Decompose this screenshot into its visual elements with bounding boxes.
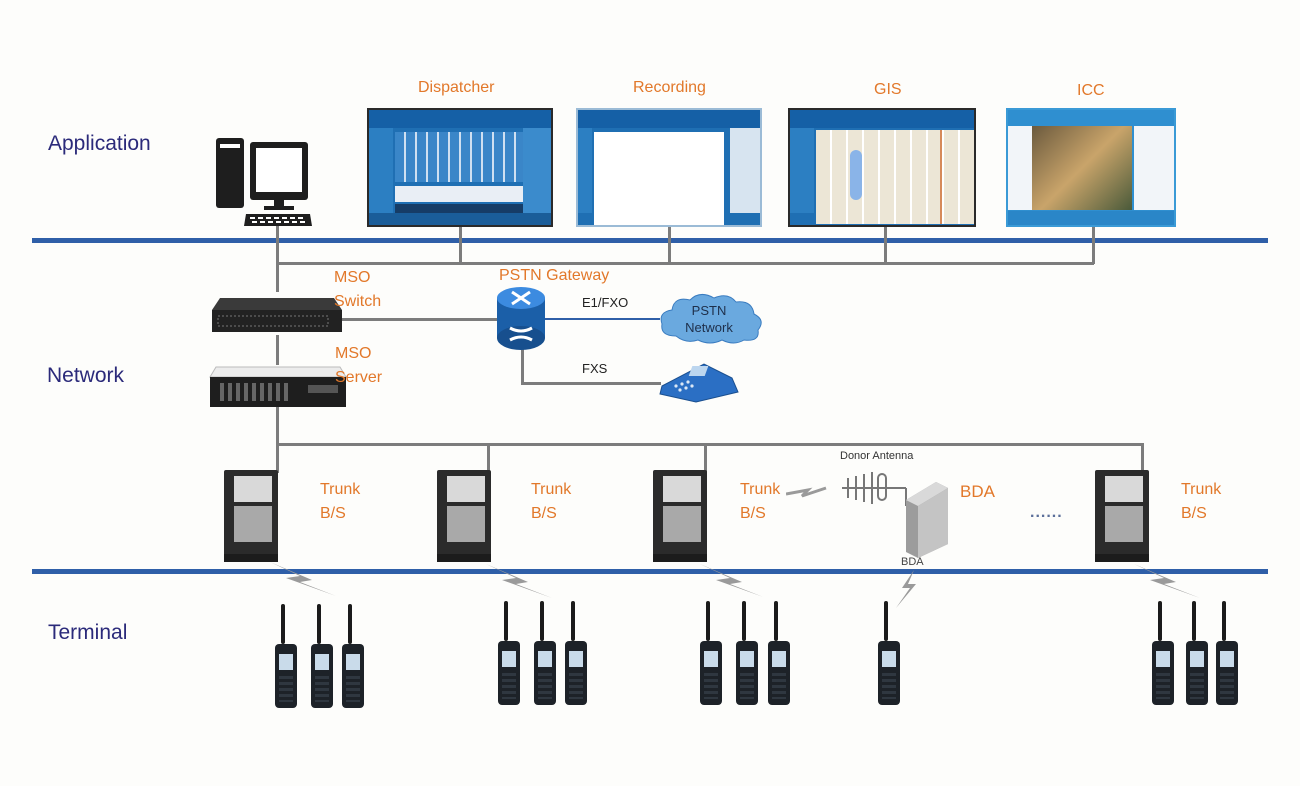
radio-link-icon <box>1134 564 1200 598</box>
layer-label-network: Network <box>47 364 125 387</box>
connector <box>668 226 671 264</box>
handheld-radio-icon <box>1152 601 1174 705</box>
pstn-gateway-label: PSTN Gateway <box>499 267 610 284</box>
trunk-bs-label-3-line1: Trunk <box>740 481 781 498</box>
connector-bs-bus <box>276 443 1144 446</box>
app-label-gis: GIS <box>874 81 902 98</box>
radio-links <box>270 562 1200 608</box>
trunk-base-station-1 <box>224 470 278 562</box>
radio-link-icon <box>896 570 916 608</box>
mso-server-label-line1: MSO <box>335 345 372 362</box>
handheld-radio-icon <box>736 601 758 705</box>
pstn-network-label-line1: PSTN <box>691 303 727 318</box>
radio-link-icon <box>270 562 336 596</box>
pstn-network-cloud-icon <box>660 294 762 344</box>
more-ellipsis: ...... <box>1030 504 1063 521</box>
bda-label: BDA <box>960 482 995 501</box>
layer-divider-network-terminal <box>32 569 1268 574</box>
pstn-gateway-router-icon <box>497 287 545 350</box>
handheld-radio-icon <box>534 601 556 705</box>
wireless-link-icon <box>786 472 907 506</box>
mso-server-icon <box>209 366 347 407</box>
telephone-icon <box>659 363 739 403</box>
layer-label-application: Application <box>48 132 151 155</box>
mso-server-label: MSO Server <box>335 342 382 390</box>
donor-antenna-label: Donor Antenna <box>840 450 914 462</box>
trunk-bs-label-3-line2: B/S <box>740 505 766 522</box>
connector <box>1141 443 1144 473</box>
layer-label-terminal: Terminal <box>48 621 128 644</box>
handheld-radio-icon <box>1186 601 1208 705</box>
bda-small-label: BDA <box>901 556 924 568</box>
trunk-bs-label-1-line1: Trunk <box>320 481 361 498</box>
dispatcher-screenshot <box>367 108 553 227</box>
connector <box>521 348 524 384</box>
trunk-base-station-3 <box>653 470 707 562</box>
app-label-dispatcher: Dispatcher <box>418 79 495 96</box>
connector-gateway-phone <box>521 382 661 385</box>
connector-gateway-pstn <box>540 318 660 320</box>
icc-video-screenshot <box>1006 108 1176 227</box>
connector <box>704 443 707 473</box>
fxs-label: FXS <box>582 361 608 376</box>
trunk-bs-label-2-line2: B/S <box>531 505 557 522</box>
trunk-base-station-4 <box>1095 470 1149 562</box>
connector <box>276 405 279 445</box>
handheld-radio-icon <box>700 601 722 705</box>
handheld-radio-icon <box>311 604 333 708</box>
connector <box>487 443 490 473</box>
connector-switch-gateway <box>340 318 500 321</box>
radio-link-icon <box>700 564 766 598</box>
handheld-radio-icon <box>1216 601 1238 705</box>
connector <box>459 226 462 264</box>
handheld-radio-icon <box>878 601 900 705</box>
mso-switch-label-line2: Switch <box>334 293 382 310</box>
pstn-network-label-line2: Network <box>685 320 733 335</box>
bda-amplifier-icon <box>906 482 948 558</box>
mso-server-label-line2: Server <box>335 369 383 386</box>
layer-divider-application-network <box>32 238 1268 243</box>
connector <box>276 335 279 365</box>
desktop-computer-icon <box>216 138 312 226</box>
handheld-radio-icon <box>342 604 364 708</box>
mso-switch-label: MSO Switch <box>334 266 381 314</box>
recording-screenshot <box>576 108 762 227</box>
connector <box>276 443 279 473</box>
handheld-radio-icon <box>768 601 790 705</box>
mso-switch-label-line1: MSO <box>334 269 371 286</box>
handheld-radio-icon <box>498 601 520 705</box>
e1-fxo-label: E1/FXO <box>582 295 629 310</box>
pstn-network-label: PSTN Network <box>664 302 754 336</box>
trunk-bs-label-1-line2: B/S <box>320 505 346 522</box>
trunk-bs-label-4-line1: Trunk <box>1181 481 1222 498</box>
app-label-recording: Recording <box>633 79 706 96</box>
trunk-bs-label-4-line2: B/S <box>1181 505 1207 522</box>
connector <box>1092 226 1095 264</box>
connector <box>276 222 279 292</box>
mso-switch-icon <box>212 298 342 332</box>
gis-map-screenshot <box>788 108 976 227</box>
connector <box>884 226 887 264</box>
handheld-radio-icon <box>275 604 297 708</box>
trunk-base-station-2 <box>437 470 491 562</box>
connector-app-bus <box>276 262 1094 265</box>
app-label-icc: ICC <box>1077 82 1105 99</box>
trunk-bs-label-2-line1: Trunk <box>531 481 572 498</box>
handheld-radio-icon <box>565 601 587 705</box>
radio-link-icon <box>486 564 552 598</box>
